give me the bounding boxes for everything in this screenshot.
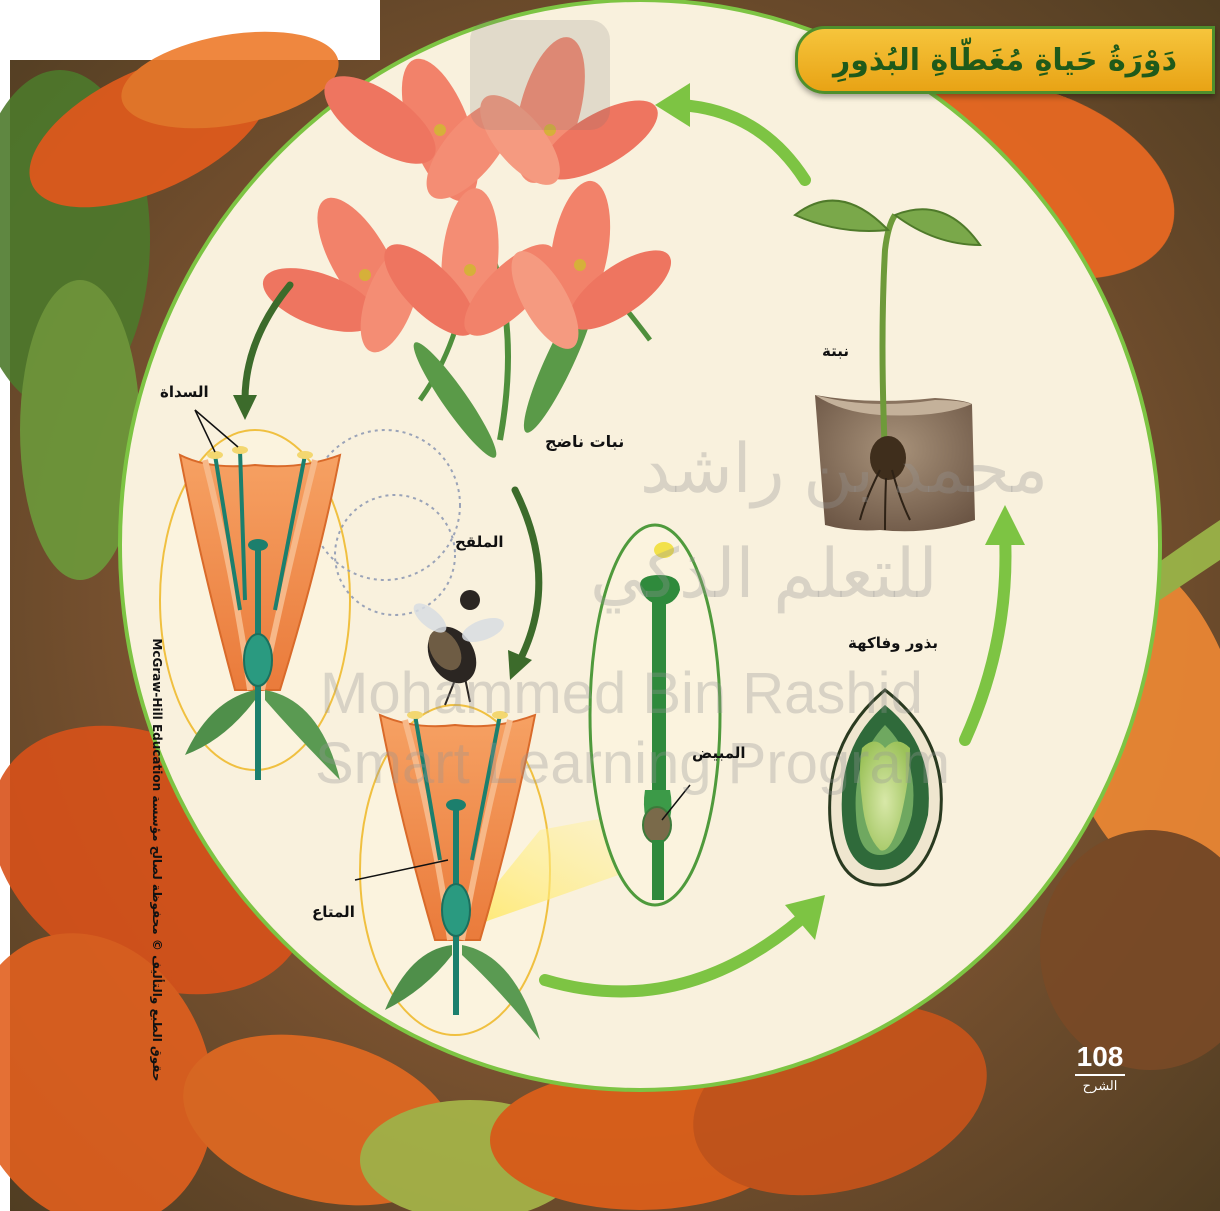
label-pollen: المتاع xyxy=(312,903,355,921)
label-seedling: نبتة xyxy=(822,342,849,360)
label-ovary: المبيض xyxy=(692,744,746,762)
watermark-arabic-2: للتعلم الذكي xyxy=(590,535,938,614)
copyright-notice: حقوق الطبع والتأليف © محفوظة لصالح مؤسسة… xyxy=(157,860,158,861)
watermark-english-1: Mohammed Bin Rashid xyxy=(320,660,923,727)
diagram-title: دَوْرَةُ حَياةِ مُغَطّاةِ البُذورِ xyxy=(833,43,1177,78)
label-mature-plant: نبات ناضج xyxy=(545,432,624,451)
page-number-block: 108 الشرح xyxy=(1075,1040,1125,1094)
copyright-text: حقوق الطبع والتأليف © محفوظة لصالح مؤسسة… xyxy=(150,638,164,1081)
label-pollinator: الملقح xyxy=(455,533,504,551)
page-number: 108 xyxy=(1075,1040,1125,1076)
page-section: الشرح xyxy=(1075,1078,1125,1094)
watermark-english-2: Smart Learning Program xyxy=(315,730,950,797)
label-stamen: السداة xyxy=(160,383,209,401)
watermark-arabic-1: محمد بن راشد xyxy=(640,430,1048,509)
title-banner: دَوْرَةُ حَياةِ مُغَطّاةِ البُذورِ xyxy=(795,26,1215,94)
label-seeds-fruit: بذور وفاكهة xyxy=(848,634,938,652)
